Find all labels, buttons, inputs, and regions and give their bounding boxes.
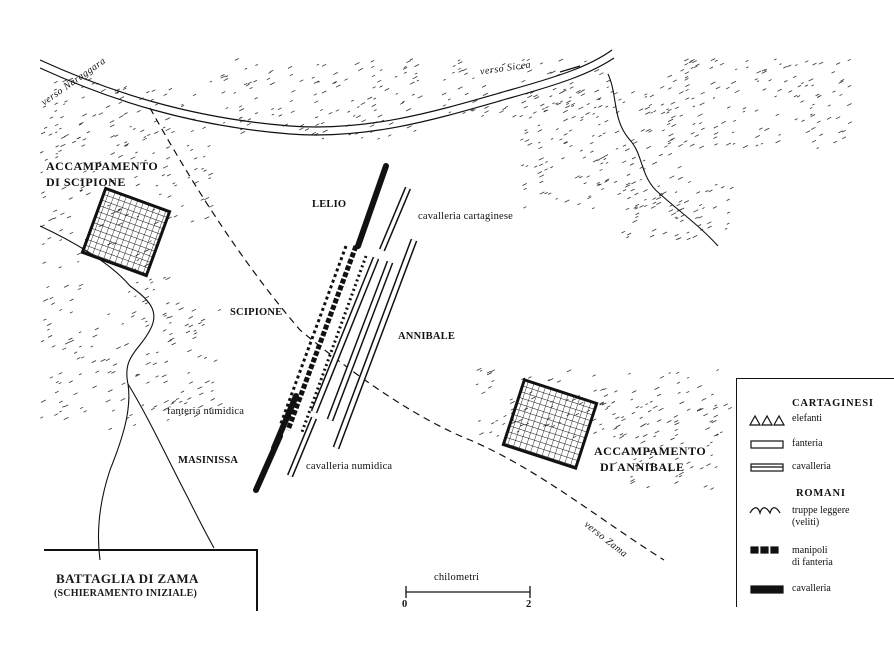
legend-elephants: elefanti [792, 413, 822, 424]
label-numidian-infantry: fanteria numidica [167, 406, 245, 417]
terrain-hills [39, 58, 853, 490]
legend [736, 378, 894, 607]
road-naraggara-sicca [39, 49, 615, 136]
map-title: BATTAGLIA DI ZAMA [56, 571, 199, 586]
label-lelio: LELIO [312, 199, 347, 210]
scipio-camp-label-2: DI SCIPIONE [46, 175, 126, 189]
legend-heading-romans: ROMANI [796, 488, 846, 499]
legend-maniples-1: manipoli [792, 545, 828, 556]
scale-min: 0 [402, 599, 408, 610]
scipio-camp [80, 186, 172, 278]
scale-max: 2 [526, 599, 532, 610]
sicca-arrow [559, 65, 581, 73]
scale-bar [405, 586, 531, 598]
label-numidian-cavalry: cavalleria numidica [306, 461, 393, 472]
label-carthaginian-cavalry: cavalleria cartaginese [418, 211, 514, 222]
legend-maniples-2: di fanteria [792, 557, 833, 568]
battle-array [253, 163, 418, 493]
legend-heading-carthaginians: CARTAGINESI [792, 398, 874, 409]
scipio-camp-label-1: ACCAMPAMENTO [46, 159, 159, 173]
legend-cavalry: cavalleria [792, 461, 831, 472]
track-to-zama [149, 107, 665, 561]
label-masinissa: MASINISSA [178, 455, 239, 466]
legend-light-troops-2: (veliti) [792, 517, 820, 528]
streams [39, 73, 719, 561]
label-scipione: SCIPIONE [230, 307, 283, 318]
title-block: BATTAGLIA DI ZAMA (SCHIERAMENTO INIZIALE… [44, 549, 258, 611]
legend-roman-cavalry: cavalleria [792, 583, 831, 594]
hannibal-camp-label-1: ACCAMPAMENTO [594, 444, 707, 458]
map-subtitle: (SCHIERAMENTO INIZIALE) [54, 588, 198, 599]
scale-label: chilometri [434, 572, 480, 583]
legend-light-troops-1: truppe leggere [792, 505, 850, 516]
legend-infantry: fanteria [792, 438, 823, 449]
label-annibale: ANNIBALE [398, 331, 456, 342]
legend-symbols [748, 414, 786, 594]
hannibal-camp-label-2: DI ANNIBALE [600, 460, 685, 474]
hannibal-camp [501, 378, 599, 470]
